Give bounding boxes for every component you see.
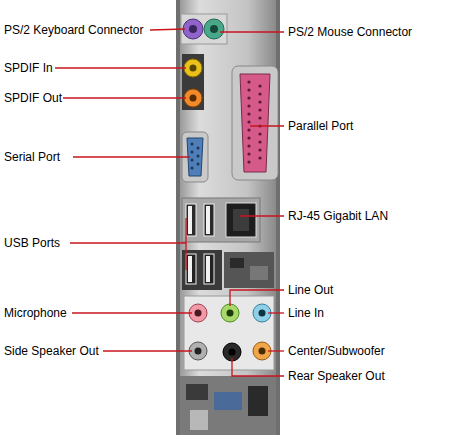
usb-port bbox=[186, 204, 196, 236]
board-components bbox=[250, 266, 268, 280]
board-components bbox=[180, 376, 276, 435]
rj45-port bbox=[226, 203, 256, 237]
ps2-pin-hole bbox=[189, 25, 197, 33]
usb-housing bbox=[182, 250, 222, 290]
port-label: Microphone bbox=[4, 306, 67, 320]
ps2-pin-hole bbox=[210, 25, 218, 33]
port-label: Line Out bbox=[288, 283, 333, 297]
jack-hole bbox=[259, 348, 266, 355]
ps2-housing bbox=[181, 14, 227, 44]
usb-port bbox=[186, 254, 196, 284]
rj45-socket bbox=[233, 209, 249, 231]
ps2-keyboard-port bbox=[183, 19, 203, 39]
port-label: PS/2 Keyboard Connector bbox=[4, 23, 143, 37]
audio-housing bbox=[184, 296, 274, 370]
parallel-pins bbox=[247, 80, 261, 163]
jack-hole bbox=[195, 310, 202, 317]
usb-tongue bbox=[206, 256, 210, 282]
ps2-mouse-port bbox=[204, 19, 224, 39]
board-components bbox=[248, 386, 268, 416]
spdif-out-jack bbox=[184, 89, 202, 107]
usb-tongue bbox=[188, 256, 192, 282]
board-components bbox=[230, 258, 244, 268]
usb-port bbox=[204, 254, 214, 284]
jack-hole bbox=[229, 349, 236, 356]
board-edge bbox=[176, 0, 280, 435]
port-label: Serial Port bbox=[4, 150, 60, 164]
port-label: Rear Speaker Out bbox=[288, 369, 385, 383]
port-label: Center/Subwoofer bbox=[288, 344, 385, 358]
board-components bbox=[186, 384, 208, 400]
usb-tongue bbox=[188, 206, 192, 234]
board-components bbox=[190, 410, 208, 430]
parallel-port bbox=[240, 74, 270, 172]
jack-hole bbox=[259, 310, 266, 317]
usb-port bbox=[204, 204, 214, 236]
usb-lan-housing bbox=[182, 198, 260, 242]
io-shield bbox=[180, 0, 276, 435]
spdif-housing bbox=[182, 54, 204, 110]
port-label: SPDIF In bbox=[4, 61, 53, 75]
port-label: PS/2 Mouse Connector bbox=[288, 25, 412, 39]
board-components bbox=[224, 252, 274, 288]
jack-hole bbox=[195, 348, 202, 355]
board-components bbox=[214, 392, 242, 410]
port-label: USB Ports bbox=[4, 236, 60, 250]
port-label: RJ-45 Gigabit LAN bbox=[288, 209, 388, 223]
jack-hole bbox=[190, 95, 197, 102]
port-label: Side Speaker Out bbox=[4, 344, 99, 358]
leader-lines bbox=[55, 29, 284, 376]
port-label: Line In bbox=[288, 306, 324, 320]
line-out-jack bbox=[221, 304, 239, 322]
serial-pins bbox=[191, 143, 200, 170]
port-label: Parallel Port bbox=[288, 119, 353, 133]
jack-hole bbox=[190, 65, 197, 72]
port-label: SPDIF Out bbox=[4, 91, 62, 105]
spdif-in-jack bbox=[184, 59, 202, 77]
parallel-shell bbox=[232, 66, 278, 180]
jack-hole bbox=[227, 310, 234, 317]
usb-tongue bbox=[206, 206, 210, 234]
